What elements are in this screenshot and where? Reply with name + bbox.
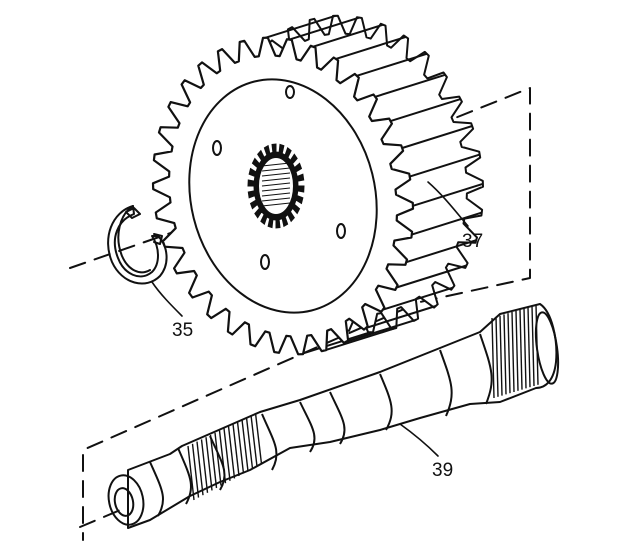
hub-inner-spline [261,197,291,202]
leader-line-37 [427,181,469,227]
gear-tooth-ridge [323,327,395,352]
bolt-hole [336,223,346,239]
callout-39: 39 [432,460,453,481]
bolt-hole [212,140,222,156]
hub-inner-spline [261,202,291,207]
shaft-end-bore [113,487,135,517]
shaft-spline-left [223,428,231,481]
gear-tooth-ridge [382,286,454,311]
leader-lines [151,181,469,457]
shaft-spline-right [527,307,531,388]
shaft-spline-left [227,426,236,479]
shaft-spline-left [187,445,195,501]
shaft-spline-right [503,314,507,395]
shaft-spline-right [491,317,495,399]
snap-ring-drawing [107,205,168,285]
shaft-spline-left [218,430,227,484]
shaft-spline-right [499,315,503,396]
shaft-spline-right [507,313,511,394]
gear-drawing [151,14,484,356]
gear-tooth-ridge [356,52,428,77]
snap-ring-gap [125,207,141,219]
shaft-right-end-face [534,311,560,385]
gear-tooth-ridge [335,35,407,60]
shaft-step-line [479,333,493,405]
hub-inner-spline [261,192,291,197]
gear-tooth-ridge [289,16,360,41]
hub-inner-spline [261,187,291,192]
gear-tooth-ridge [412,182,484,207]
callout-35: 35 [172,320,193,341]
shaft-spline-left [250,415,258,467]
gear-tooth-ridge [409,153,480,178]
leader-line-39 [399,423,439,457]
gear-tooth-ridge [411,211,483,236]
gear-tooth-ridge [405,239,477,264]
shaft-step-line [379,373,393,431]
gear-tooth-ridge [345,318,417,343]
gear-tooth-ridge [396,264,467,289]
shaft-step-line [329,391,346,445]
shaft-spline-right [495,316,499,397]
shaft-spline-left [200,439,209,493]
shaft-drawing [107,303,560,529]
shaft-spline-right [515,310,519,391]
shaft-step-line [439,349,453,417]
snap-ring-gap-2 [153,233,163,245]
shaft-end-face [107,474,145,526]
gear-tooth-ridge [401,125,473,149]
shaft-spline-left [241,419,249,472]
gear-tooth-ridge [374,73,446,98]
shaft-spline-left [205,437,213,491]
gear-bolt-holes [212,85,346,270]
snap-ring-inner-edge [117,205,151,274]
gear-tooth-ridge [265,14,336,39]
shaft-spline-right [511,311,515,393]
hub-inner-spline [261,182,291,187]
shaft-splines-left [187,412,263,501]
gear-teeth-ridges [265,14,484,356]
shaft-spline-left [236,421,245,474]
shaft-step-lines [149,333,493,517]
hub-inner-spline [261,167,291,172]
shaft-step-line [261,413,278,471]
hub-inner-spline [261,162,291,167]
shaft-spline-right [519,309,523,390]
shaft-step-line [299,401,316,453]
shaft-spline-right [523,308,527,389]
shaft-step-line [149,461,165,517]
gear-tooth-ridge [300,331,371,356]
shaft-spline-left [191,443,200,498]
bolt-hole [260,254,270,270]
hub-inner-spline [261,177,291,182]
shaft-spline-left [214,432,222,486]
shaft-step-line [177,447,193,505]
leader-line-35 [151,281,183,317]
shaft-spline-left [196,441,204,496]
gear-tooth-ridge [312,23,384,48]
gear-tooth-ridge [390,98,461,123]
shaft-spline-left [254,412,263,465]
bolt-hole [285,85,295,99]
gear-face-inner-ring [188,78,378,314]
shaft-spline-left [209,434,218,489]
shaft-spline-left [232,423,240,477]
gear-tooth-ridge [365,305,437,329]
shaft-spline-right [531,305,535,387]
shaft-body-outline [127,303,558,529]
hub-inner-spline [261,172,291,177]
callout-37: 37 [462,231,483,252]
shaft-splines-right [491,304,539,399]
gear-splined-hub [247,143,305,229]
shaft-spline-left [245,417,254,469]
